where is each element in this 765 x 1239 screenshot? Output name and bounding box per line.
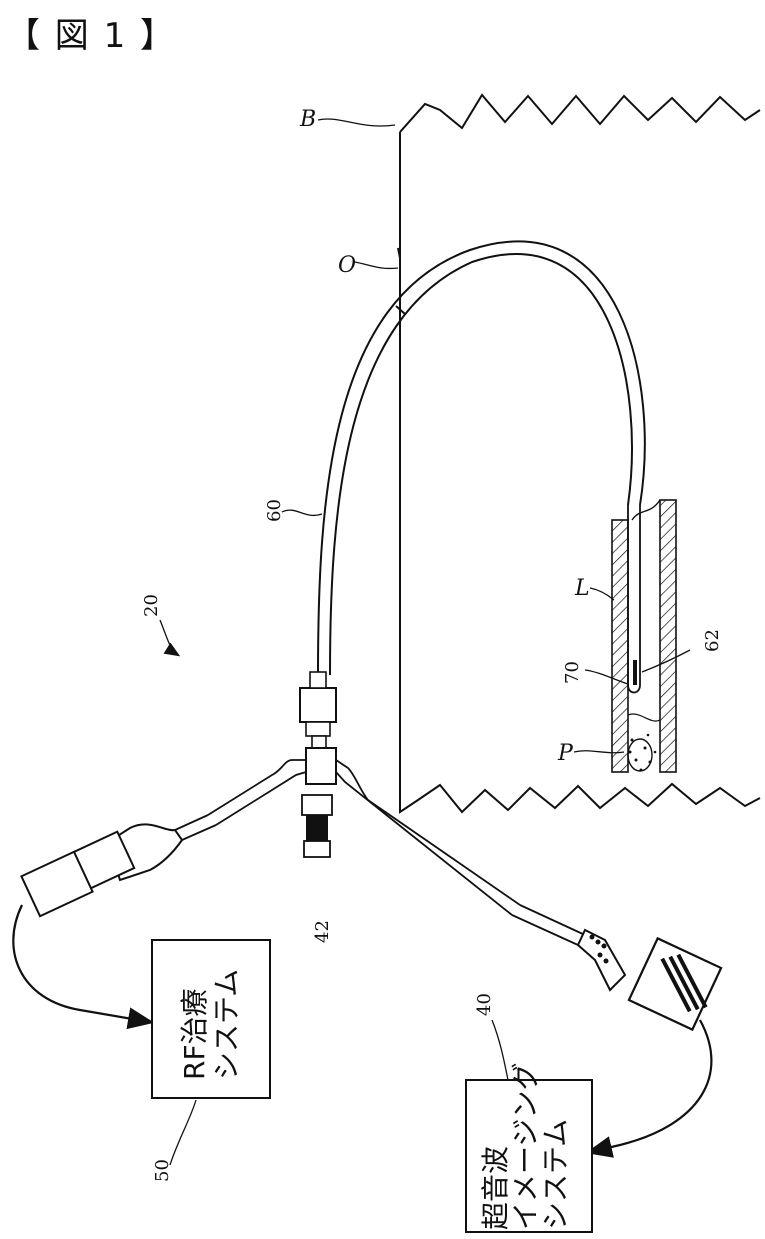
- label-plaque: P: [557, 741, 574, 766]
- connector-42: [302, 795, 332, 815]
- label-body: B: [299, 107, 316, 132]
- hub-connector: [300, 688, 336, 722]
- rf-box-line2: システム: [210, 969, 243, 1080]
- imaging-cable-handle: [578, 930, 625, 990]
- plaque: [628, 739, 652, 771]
- label-system: 20: [141, 594, 162, 617]
- vessel-wall-upper: [612, 520, 628, 772]
- label-probe: 70: [562, 661, 583, 684]
- label-catheter-shaft: 60: [264, 499, 285, 522]
- pointer-body: [318, 119, 395, 126]
- label-imaging-system: 40: [474, 993, 495, 1016]
- rf-box-line1: RF治療: [178, 988, 211, 1080]
- imaging-box-line1: 超音波: [479, 1146, 512, 1230]
- body-tissue-block: [400, 95, 760, 812]
- label-opening: O: [338, 253, 356, 278]
- label-lumen: L: [574, 576, 590, 601]
- label-tip: 62: [702, 629, 723, 652]
- imaging-box-line3: システム: [539, 1119, 572, 1230]
- label-connector: 42: [312, 920, 333, 943]
- label-rf-system: 50: [152, 1159, 173, 1182]
- vessel-wall-lower: [660, 500, 676, 772]
- imaging-box-line2: イメージング: [509, 1063, 542, 1230]
- catheter-shaft: [318, 241, 645, 675]
